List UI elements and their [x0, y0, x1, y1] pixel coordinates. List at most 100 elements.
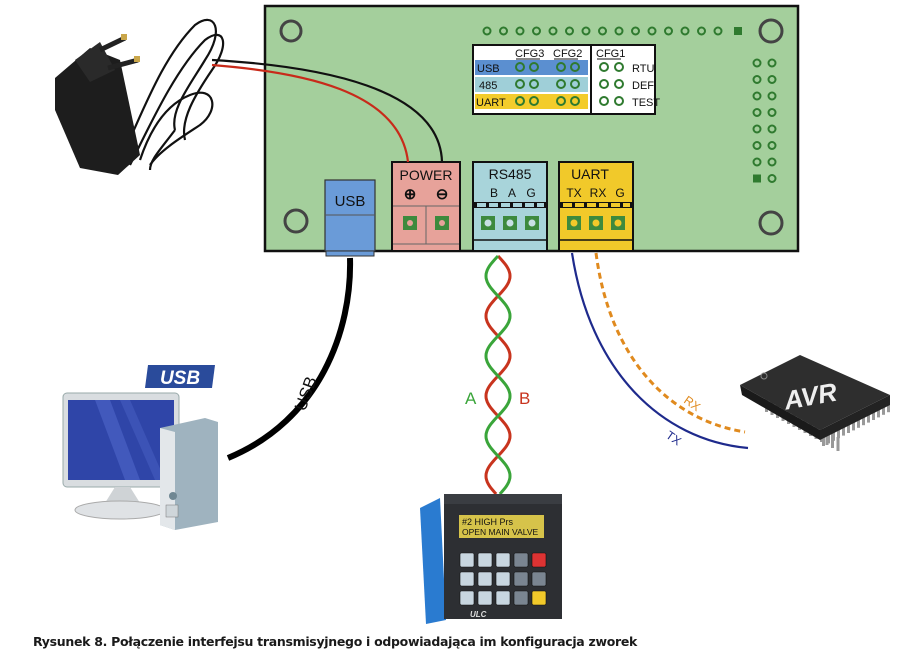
header-pin [680, 26, 690, 36]
header-pin [532, 26, 541, 36]
jumper-pin [529, 79, 539, 89]
jumper-row-label: USB [477, 63, 500, 75]
avr-chip-icon: AVR [740, 355, 890, 451]
header-pin [713, 26, 723, 36]
hmi-key [513, 590, 529, 606]
header-pin [767, 174, 777, 183]
uart-connector-label: UART [571, 166, 609, 182]
computer-icon: USB [62, 365, 218, 530]
header-pin [515, 26, 525, 36]
header-pin [752, 108, 762, 117]
hmi-key [531, 571, 547, 587]
hmi-key [531, 590, 547, 606]
hmi-display-line2: OPEN MAIN VALVE [462, 527, 539, 537]
rs485-b-label: B [519, 389, 530, 408]
uart-rx-wire [594, 252, 746, 434]
header-pin [767, 91, 777, 101]
usb-cable [226, 257, 354, 461]
jumper-pin [614, 79, 624, 89]
header-pin [581, 26, 591, 36]
hmi-brand: ULC [470, 610, 487, 619]
power-adapter-icon [55, 18, 225, 175]
header-pin [752, 75, 762, 84]
jumper-row-label: UART [476, 97, 506, 109]
rs485-a-wire [484, 254, 512, 496]
chip-pin [836, 437, 840, 451]
header-pin [614, 26, 624, 36]
mounting-hole-icon [758, 210, 784, 236]
header-pin [767, 75, 777, 84]
uart-pin-g-label: G [615, 186, 624, 200]
uart-connector[interactable]: UART TX RX G [558, 161, 634, 252]
rs485-pin-a-label: A [508, 186, 516, 200]
jumper-pin [614, 62, 624, 72]
cfg1-option-def: DEF [632, 80, 654, 92]
jumper-pin [515, 62, 525, 72]
header-pin [499, 26, 508, 36]
header-pin [631, 26, 640, 36]
jumper-pin [599, 62, 609, 72]
jumper-pin [529, 62, 539, 72]
pin-header-side [752, 58, 777, 183]
power-connector-label: POWER [400, 167, 453, 183]
chip-pin [837, 424, 840, 439]
hmi-key [459, 552, 475, 568]
uart-pin-tx-label: TX [566, 186, 581, 200]
jumper-pin [529, 96, 539, 106]
hmi-key [495, 552, 511, 568]
plus-icon: ⊕ [404, 186, 417, 203]
jumper-pin [599, 96, 609, 106]
usb-logo-icon: USB [145, 365, 215, 389]
jumper-pin [556, 62, 566, 72]
mounting-hole-icon [279, 19, 303, 43]
hmi-key [459, 571, 475, 587]
jumper-pin [556, 79, 566, 89]
power-connector[interactable]: POWER ⊕ ⊖ [391, 161, 461, 252]
jumper-pin [515, 96, 525, 106]
hmi-key [513, 571, 529, 587]
hmi-key [477, 571, 493, 587]
chip-pin [852, 416, 855, 431]
chip-pin [832, 426, 835, 441]
figure-caption: Rysunek 8. Połączenie interfejsu transmi… [33, 634, 638, 649]
header-pin [752, 91, 762, 101]
jumper-pin [570, 62, 580, 72]
power-cables [211, 58, 444, 163]
header-pin-square [734, 27, 742, 35]
hmi-key [459, 590, 475, 606]
uart-pin-rx-label: RX [590, 186, 607, 200]
jumper-pin [599, 79, 609, 89]
jumper-pin [570, 79, 580, 89]
hmi-key [495, 571, 511, 587]
jumper-pin [570, 96, 580, 106]
header-pin [565, 26, 574, 36]
usb-cable-label: USB [291, 374, 321, 413]
header-pin [697, 26, 706, 36]
uart-tx-wire [570, 252, 749, 450]
header-pin [482, 26, 492, 36]
hmi-keypad [459, 552, 547, 606]
jumper-pin [556, 96, 566, 106]
rs485-connector[interactable]: RS485 B A G [472, 161, 548, 252]
jumper-row-label: 485 [479, 80, 497, 92]
jumper-pin [515, 79, 525, 89]
usb-connector-label: USB [335, 193, 366, 210]
rs485-a-label: A [465, 389, 477, 408]
header-pin [767, 124, 777, 134]
hmi-key [477, 552, 493, 568]
header-pin [752, 58, 762, 68]
jumper-pin [614, 96, 624, 106]
header-pin [548, 26, 558, 36]
header-pin [767, 58, 777, 68]
header-pin-square [753, 174, 761, 183]
chip-pin [827, 429, 830, 444]
header-pin [598, 26, 607, 36]
usb-connector[interactable]: USB [324, 179, 376, 257]
header-pin [752, 157, 762, 167]
rs485-pin-g-label: G [526, 186, 535, 200]
chip-pin [847, 419, 850, 433]
hmi-key [531, 552, 547, 568]
header-pin [647, 26, 657, 36]
header-pin [767, 157, 777, 167]
